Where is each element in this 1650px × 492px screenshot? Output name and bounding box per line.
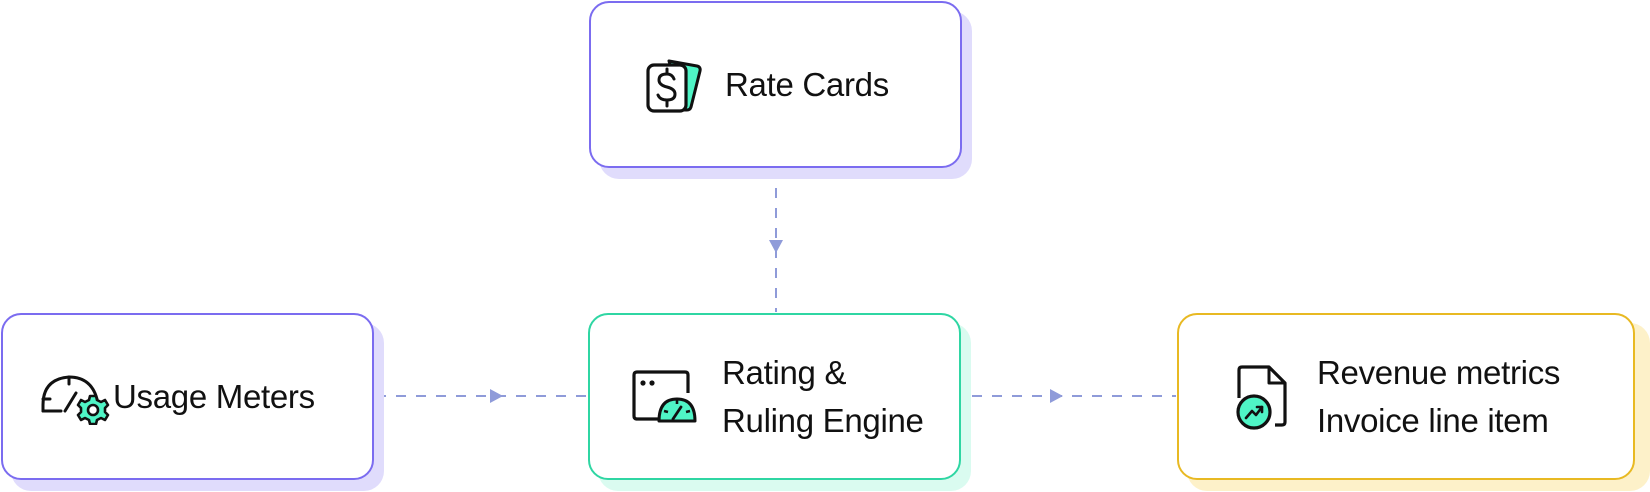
- rate-cards-label: Rate Cards: [725, 65, 889, 103]
- revenue-output-label: Revenue metrics Invoice line item: [1317, 349, 1560, 445]
- rating-engine-label-line1: Rating &: [722, 353, 847, 391]
- rating-engine-label-line2: Ruling Engine: [722, 401, 924, 439]
- rating-engine-window-gauge-icon: [632, 369, 697, 422]
- usage-meters-label: Usage Meters: [113, 377, 315, 415]
- rate-cards-node[interactable]: Rate Cards: [589, 1, 962, 168]
- usage-meter-gear-icon: [41, 374, 110, 425]
- rating-engine-node[interactable]: Rating & Ruling Engine: [588, 313, 961, 480]
- arrow-right-icon: [490, 389, 503, 403]
- usage-meters-node[interactable]: Usage Meters: [1, 313, 374, 480]
- rate-cards-dollar-icon: [646, 59, 702, 113]
- rating-engine-label: Rating & Ruling Engine: [722, 349, 924, 445]
- revenue-output-label-line1: Revenue metrics: [1317, 353, 1561, 391]
- revenue-output-label-line2: Invoice line item: [1317, 401, 1549, 439]
- arrow-right-icon: [1050, 389, 1063, 403]
- arrow-down-icon: [769, 240, 783, 253]
- revenue-output-node[interactable]: Revenue metrics Invoice line item: [1177, 313, 1635, 480]
- revenue-document-chart-icon: [1236, 364, 1287, 430]
